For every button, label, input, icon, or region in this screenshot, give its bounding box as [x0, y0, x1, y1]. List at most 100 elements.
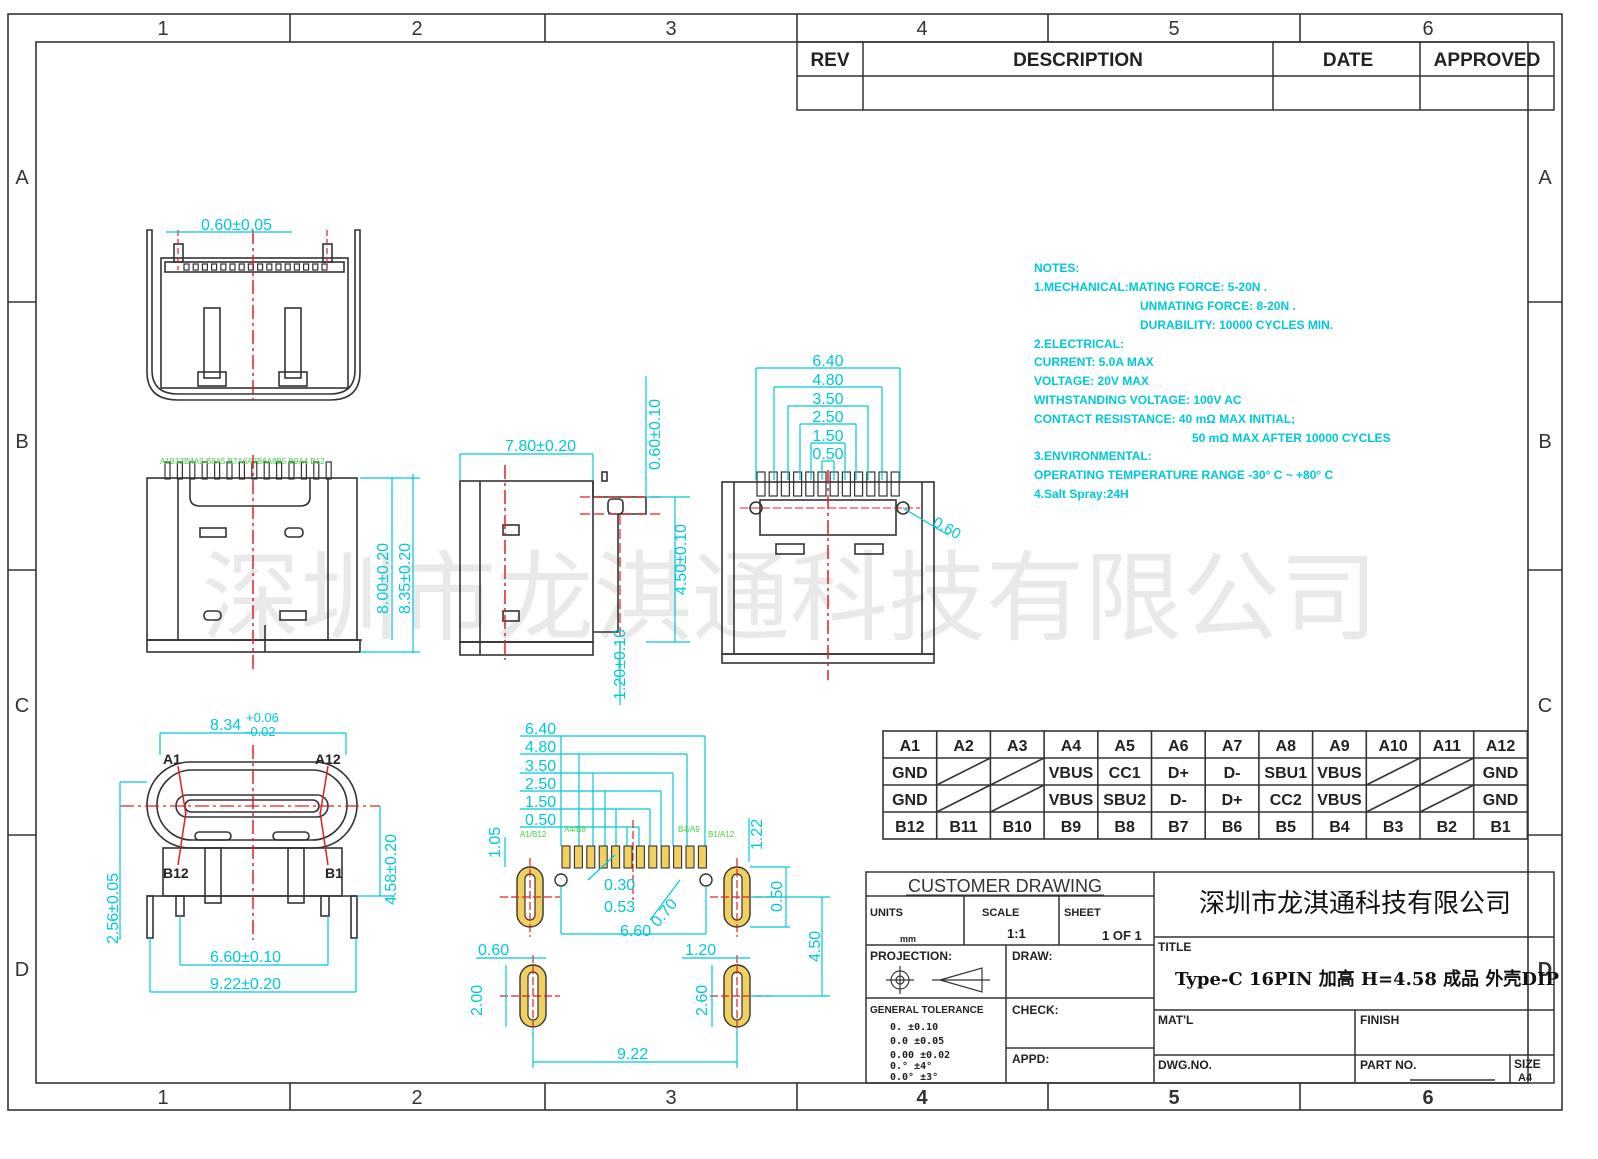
pin-lead	[201, 461, 208, 480]
col-label: 1	[157, 1087, 168, 1109]
span-label: 2.50	[812, 409, 843, 426]
span-label: 1.50	[812, 428, 843, 445]
width-dimension: 8.34	[210, 717, 241, 734]
notes-heading: NOTES:	[1034, 261, 1079, 275]
col-label: 2	[411, 18, 422, 40]
span-dimensions	[520, 735, 706, 846]
company-watermark: 深圳市龙淇通科技有限公司	[202, 543, 1378, 653]
height-dimension: 8.00±0.20	[375, 543, 392, 614]
contact-tooth	[312, 263, 319, 271]
table-cell: A3	[1007, 738, 1028, 755]
table-cell: A6	[1168, 738, 1189, 755]
note-line: 3.ENVIRONMENTAL:	[1034, 449, 1152, 463]
pin-lead	[189, 461, 196, 480]
span-label: 4.80	[812, 372, 843, 389]
col-label: 3	[665, 18, 676, 40]
smt-pad	[586, 845, 596, 869]
table-cell: D-	[1170, 792, 1187, 809]
smt-pad	[623, 845, 633, 869]
body-height-dimension: 4.50±0.10	[673, 524, 690, 595]
empty-cell-slash	[936, 784, 991, 813]
fp-dimension: 2.00	[469, 985, 486, 1016]
fp-dimension: 0.53	[604, 899, 635, 916]
pin-lead	[164, 461, 171, 480]
pitch-dimension: 0.60±0.05	[201, 217, 272, 234]
table-cell: A4	[1061, 738, 1082, 755]
table-cell: B9	[1061, 819, 1082, 836]
smt-pad	[673, 845, 683, 869]
row-label: C	[1538, 695, 1552, 717]
drawing-title: Type-C 16PIN 加高 H=4.58 成品 外壳DIP	[1175, 968, 1559, 990]
width-dimension: 6.60±0.10	[210, 949, 281, 966]
smt-pad	[598, 845, 608, 869]
col-label: 1	[157, 18, 168, 40]
table-cell: VBUS	[1317, 765, 1362, 782]
span-label: 0.50	[525, 812, 556, 829]
contact-label-a12: A12	[315, 751, 341, 767]
table-cell: B3	[1383, 819, 1404, 836]
approved-header: APPROVED	[1434, 50, 1541, 71]
fp-dimension: 1.20	[685, 942, 716, 959]
table-cell: A12	[1486, 738, 1515, 755]
table-cell: A2	[953, 738, 974, 755]
pin-lead	[214, 461, 221, 480]
table-cell: A8	[1276, 738, 1297, 755]
contact-label-a1: A1	[163, 751, 181, 767]
col-label: 4	[916, 1087, 928, 1109]
table-cell: D-	[1224, 765, 1241, 782]
span-dimensions	[755, 367, 901, 480]
hole-dimension: 0.60	[930, 514, 964, 543]
projection-label: PROJECTION:	[870, 949, 952, 963]
note-line: 1.MECHANICAL:MATING FORCE: 5-20N .	[1034, 280, 1267, 294]
smt-pad	[660, 845, 670, 869]
contact-label-b1: B1	[325, 865, 343, 881]
note-line: OPERATING TEMPERATURE RANGE -30° C ~ +80…	[1034, 468, 1334, 482]
scale-value: 1:1	[1007, 926, 1026, 941]
fp-dimension: 6.60	[620, 923, 651, 940]
pin-lead	[890, 471, 900, 497]
empty-cell-slash	[990, 757, 1045, 786]
revision-block: REV DESCRIPTION DATE APPROVED	[796, 41, 1555, 111]
tolerance-row: 0.0 ±0.05	[890, 1036, 944, 1047]
contact-tooth	[303, 263, 310, 271]
contact-tooth	[257, 263, 264, 271]
note-line: 50 mΩ MAX AFTER 10000 CYCLES	[1192, 431, 1391, 445]
col-label: 5	[1168, 18, 1179, 40]
empty-cell-slash	[1365, 757, 1421, 786]
table-cell: GND	[892, 765, 928, 782]
table-cell: B6	[1222, 819, 1243, 836]
projection-symbol-icon	[886, 966, 990, 994]
span-label: 0.50	[812, 446, 843, 463]
pin-label: A4/B9	[564, 825, 586, 834]
table-cell: B8	[1114, 819, 1135, 836]
col-label: 2	[411, 1087, 422, 1109]
height-dimension: 2.56±0.05	[105, 873, 122, 944]
span-label: 6.40	[525, 721, 556, 738]
fp-dimension: 0.60	[478, 942, 509, 959]
offset-dimension: 0.60±0.10	[647, 399, 664, 470]
frame-column-labels: 1 2 3 4 5 6 1 2 3 4 5 6	[157, 18, 1433, 1109]
note-line: DURABILITY: 10000 CYCLES MIN.	[1140, 318, 1333, 332]
table-cell: VBUS	[1317, 792, 1362, 809]
size-value: A4	[1518, 1072, 1533, 1084]
table-cell: A5	[1114, 738, 1135, 755]
height-dimension: 8.35±0.20	[397, 543, 414, 614]
empty-cell-slash	[1419, 757, 1475, 786]
pin-lead	[300, 461, 307, 480]
table-cell: CC2	[1270, 792, 1302, 809]
sheet-value: 1 OF 1	[1102, 928, 1142, 943]
contact-tooth	[284, 263, 291, 271]
contact-tooth	[211, 263, 218, 271]
contact-tooth	[293, 263, 300, 271]
table-cell: B1	[1490, 819, 1511, 836]
tolerance-title: GENERAL TOLERANCE	[870, 1005, 984, 1016]
span-label: 3.50	[812, 391, 843, 408]
table-cell: A1	[900, 738, 921, 755]
table-cell: B7	[1168, 819, 1189, 836]
tolerance-row: 0. ±0.10	[890, 1022, 938, 1033]
smt-pad	[635, 845, 645, 869]
customer-drawing-label: CUSTOMER DRAWING	[908, 876, 1102, 896]
col-label: 6	[1422, 18, 1433, 40]
span-label: 4.80	[525, 739, 556, 756]
dwg-label: DWG.NO.	[1158, 1058, 1212, 1072]
